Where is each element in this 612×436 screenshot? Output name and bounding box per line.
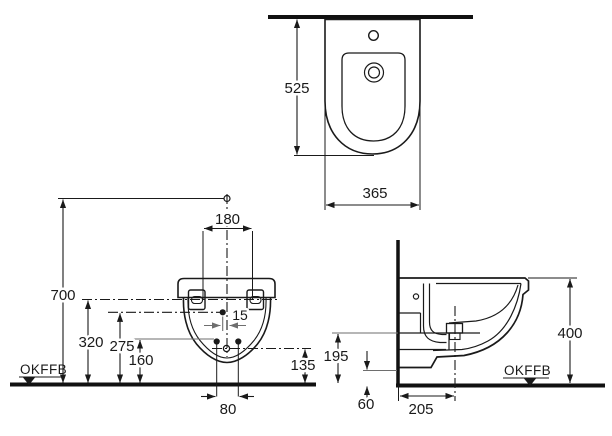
- floor-label-right: OKFFB: [504, 363, 551, 378]
- floor-level-marker: [23, 377, 35, 385]
- dim-365-label: 365: [362, 185, 387, 202]
- dim-320-label: 320: [78, 334, 103, 351]
- bidet-cover-front: [177, 277, 276, 299]
- dim-180-label: 180: [215, 211, 240, 228]
- rim-channel-inner: [428, 283, 447, 336]
- fixing-hole-side: [412, 293, 420, 300]
- dim-400-label: 400: [557, 325, 582, 342]
- bidet-body-plan: [324, 18, 421, 155]
- bolt-point-left: [213, 338, 220, 345]
- dim-135-label: 135: [290, 357, 315, 374]
- bidet-profile-outline: [399, 277, 530, 369]
- dim-700-label: 700: [50, 287, 75, 304]
- floor-label-left: OKFFB: [20, 362, 67, 377]
- front-view: OKFFB 700 180: [10, 194, 318, 421]
- dim-15-label: 15: [232, 307, 248, 323]
- bolt-point-right: [235, 338, 242, 345]
- bowl-rim-plan: [341, 52, 406, 142]
- bowl-outline-front: [182, 297, 272, 364]
- inlet-point: [219, 309, 226, 316]
- dim-525-label: 525: [284, 80, 309, 97]
- drain-outer-plan: [363, 62, 385, 83]
- dim-80-label: 80: [220, 401, 237, 418]
- floor-level-marker: [524, 378, 536, 386]
- bowl-inner-line-front: [187, 297, 267, 359]
- drain-inner-plan: [367, 66, 381, 79]
- outlet-point: [222, 344, 231, 353]
- dim-205-label: 205: [408, 401, 433, 418]
- dim-195-label: 195: [323, 348, 348, 365]
- dim-160-label: 160: [128, 352, 153, 369]
- shell-inner-line: [432, 283, 522, 352]
- top-view: 525 365: [268, 15, 473, 210]
- rim-channel-outer: [422, 283, 447, 344]
- bowl-interior-line: [448, 284, 519, 324]
- dim-60-label: 60: [358, 396, 375, 413]
- dim-275-label: 275: [109, 338, 134, 355]
- side-view: OKFFB 400 195 60 205: [321, 240, 605, 421]
- tap-hole-plan: [368, 30, 380, 42]
